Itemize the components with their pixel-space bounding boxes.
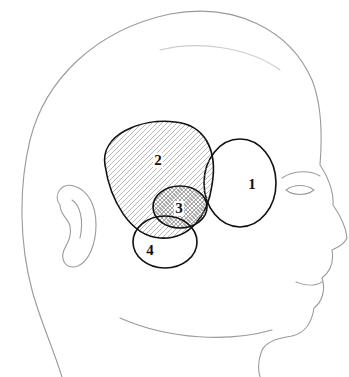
callout-number: 2 — [153, 153, 163, 168]
eyebrow — [282, 172, 320, 178]
callout-number: 4 — [145, 243, 155, 258]
ear-fold — [72, 200, 82, 238]
eye — [286, 186, 314, 195]
region-crosshatched: 3 — [150, 183, 210, 231]
ear — [57, 185, 96, 267]
callout-number: 1 — [247, 177, 257, 192]
region-hatched: 2 — [100, 116, 220, 242]
region-shape — [100, 116, 220, 242]
scalp-line — [160, 46, 280, 70]
head-outline — [22, 11, 347, 377]
jaw-line — [120, 318, 272, 337]
region-shape — [130, 213, 200, 271]
callout-number: 3 — [174, 201, 184, 216]
region-outline: 4 — [130, 213, 200, 271]
mouth — [296, 282, 322, 285]
